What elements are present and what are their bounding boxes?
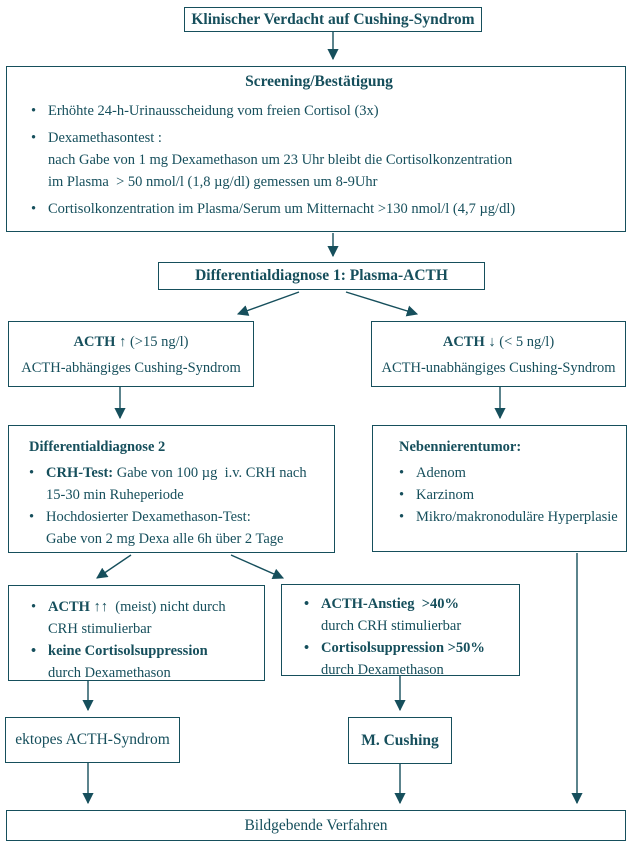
- cushing-criteria-line2: durch CRH stimulierbar: [321, 618, 462, 634]
- arrow-dd1-to-acth-low: [345, 291, 419, 317]
- m-cushing-label: M. Cushing: [361, 731, 439, 749]
- ectopic-criteria-line1: ACTH ↑↑ (meist) nicht durch: [31, 596, 260, 618]
- box-clinical-suspicion: Klinischer Verdacht auf Cushing-Syndrom: [184, 7, 482, 32]
- arrow-dd2-to-ectopic-criteria: [96, 554, 132, 579]
- box-screening: Screening/Bestätigung Erhöhte 24-h-Urina…: [6, 66, 626, 232]
- adrenal-item-karzinom: Karzinom: [399, 484, 620, 506]
- ectopic-acth-syndrome-label: ektopes ACTH-Syndrom: [15, 731, 170, 748]
- box-acth-high: ACTH ↑ (>15 ng/l) ACTH-abhängiges Cushin…: [8, 321, 254, 387]
- ectopic-criteria-line3: keine Cortisolsuppression: [31, 640, 260, 662]
- cushing-criteria-line4: durch Dexamethason: [321, 662, 444, 678]
- cushing-criteria-line3: Cortisolsuppression >50%: [304, 637, 515, 659]
- box-dd2: Differentialdiagnose 2 CRH-Test: Gabe vo…: [8, 425, 335, 553]
- dd2-dexa-test-line1: Hochdosierter Dexamethason-Test:: [29, 506, 324, 528]
- screening-title: Screening/Bestätigung: [245, 73, 393, 90]
- screening-dexa-line2: im Plasma > 50 nmol/l (1,8 µg/dl) gemess…: [48, 174, 378, 190]
- ectopic-criteria-line2: CRH stimulierbar: [48, 621, 152, 637]
- dd1-label: Differentialdiagnose 1: Plasma-ACTH: [195, 267, 448, 284]
- box-dd1: Differentialdiagnose 1: Plasma-ACTH: [158, 262, 485, 290]
- screening-bullet-urin: Erhöhte 24-h-Urinausscheidung vom freien…: [31, 100, 607, 122]
- box-cushing-criteria: ACTH-Anstieg >40% durch CRH stimulierbar…: [281, 584, 520, 678]
- box-acth-low: ACTH ↓ (< 5 ng/l) ACTH-unabhängiges Cush…: [371, 321, 626, 387]
- screening-dexa-line1: nach Gabe von 1 mg Dexamethason um 23 Uh…: [48, 152, 513, 168]
- adrenal-item-adenom: Adenom: [399, 462, 620, 484]
- dd2-title: Differentialdiagnose 2: [29, 439, 166, 455]
- screening-bullet-dexamethasontest: Dexamethasontest :: [31, 127, 607, 149]
- ectopic-criteria-line4: durch Dexamethason: [48, 665, 171, 681]
- cushing-criteria-line1: ACTH-Anstieg >40%: [304, 593, 515, 615]
- dd2-dexa-test-line2: Gabe von 2 mg Dexa alle 6h über 2 Tage: [46, 531, 284, 547]
- box-imaging: Bildgebende Verfahren: [6, 810, 626, 841]
- box-m-cushing: M. Cushing: [348, 717, 452, 764]
- dd2-crh-test-line1: CRH-Test: Gabe von 100 µg i.v. CRH nach: [29, 462, 324, 484]
- acth-high-line2: ACTH-abhängiges Cushing-Syndrom: [21, 360, 241, 376]
- adrenal-item-hyperplasie: Mikro/makronoduläre Hyperplasie: [399, 506, 620, 528]
- clinical-suspicion-label: Klinischer Verdacht auf Cushing-Syndrom: [191, 10, 475, 28]
- arrow-dd1-to-acth-high: [236, 291, 300, 316]
- imaging-label: Bildgebende Verfahren: [244, 816, 388, 834]
- box-ectopic-acth-syndrome: ektopes ACTH-Syndrom: [5, 717, 180, 763]
- box-adrenal-tumor: Nebennierentumor: Adenom Karzinom Mikro/…: [372, 425, 627, 552]
- acth-low-line2: ACTH-unabhängiges Cushing-Syndrom: [381, 360, 616, 376]
- box-ectopic-criteria: ACTH ↑↑ (meist) nicht durch CRH stimulie…: [8, 585, 265, 681]
- adrenal-title: Nebennierentumor:: [399, 439, 522, 455]
- arrow-dd2-to-cushing-criteria: [230, 554, 285, 580]
- dd2-crh-test-line2: 15-30 min Ruheperiode: [46, 487, 184, 503]
- screening-bullet-mitternacht: Cortisolkonzentration im Plasma/Serum um…: [31, 198, 607, 220]
- acth-low-line1: ACTH ↓ (< 5 ng/l): [442, 334, 555, 350]
- acth-high-line1: ACTH ↑ (>15 ng/l): [73, 334, 189, 350]
